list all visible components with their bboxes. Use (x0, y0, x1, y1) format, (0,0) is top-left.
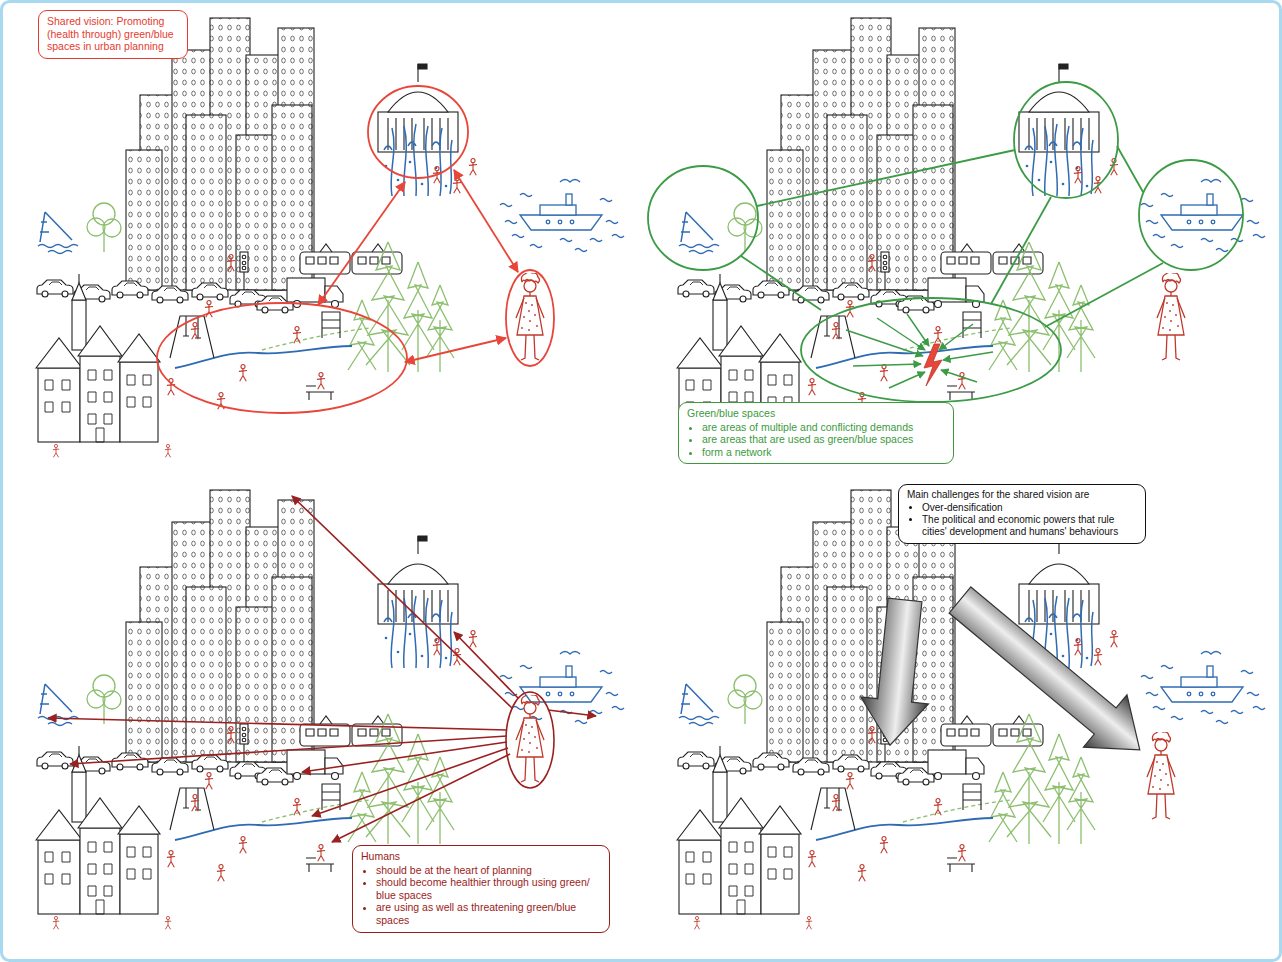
bullet-item: The political and economic powers that r… (922, 514, 1137, 538)
bullet-item: should be at the heart of planning (376, 864, 601, 877)
humans-box: Humansshould be at the heart of planning… (352, 845, 610, 933)
drawing-part (1117, 146, 1143, 192)
bullet-item: form a network (702, 446, 945, 459)
drawing-part (939, 324, 973, 350)
drawing-part (943, 352, 993, 360)
bullet-list: should be at the heart of planningshould… (361, 864, 601, 927)
drawing-part (332, 754, 510, 842)
drawing-part (801, 298, 1061, 402)
woman-figure (516, 694, 544, 782)
woman-figure (1157, 272, 1185, 360)
panel-humans (36, 490, 624, 929)
drawing-part (1014, 82, 1118, 198)
drawing-part (454, 632, 518, 698)
city-drawing (677, 18, 1265, 457)
box-heading: Green/blue spaces (687, 407, 945, 420)
city-drawing (36, 18, 624, 457)
bullet-item: should become healthier through using gr… (376, 876, 601, 901)
drawing-part (454, 170, 518, 272)
drawing-part (302, 742, 507, 772)
spaces-box: Green/blue spacesare areas of multiple a… (678, 402, 954, 464)
drawing-part (648, 166, 758, 270)
box-heading: Shared vision: Promoting (health through… (47, 15, 179, 53)
drawing-part (506, 692, 554, 788)
drawing-part (877, 318, 925, 350)
drawing-part (757, 150, 1015, 206)
drawing-part (405, 338, 506, 362)
bullet-list: Over-densificationThe political and econ… (907, 502, 1137, 538)
vision-box: Shared vision: Promoting (health through… (38, 10, 188, 59)
challenge-arrows (856, 574, 1161, 776)
drawing-part (312, 748, 508, 816)
drawing-part (889, 372, 925, 388)
box-heading: Main challenges for the shared vision ar… (907, 489, 1137, 501)
drawing-part (991, 197, 1051, 304)
city-drawing (36, 490, 624, 929)
panel-green-blue-spaces (648, 18, 1265, 457)
drawing-part (70, 736, 507, 764)
panel-shared-vision (36, 18, 624, 457)
woman-figure (1147, 731, 1175, 819)
drawing-part (48, 718, 507, 730)
bullet-list: are areas of multiple and conflicting de… (687, 421, 945, 459)
bullet-item: are areas that are used as green/blue sp… (702, 433, 945, 446)
conflict-arrows (846, 314, 993, 388)
panel-challenges (677, 490, 1265, 929)
drawing-part (941, 370, 977, 382)
drawing-part (368, 86, 468, 178)
human-relation-arrows (48, 496, 596, 842)
drawing-part (853, 364, 921, 366)
drawing-part (846, 330, 923, 356)
drawing-part (292, 496, 512, 708)
drawing-part (856, 597, 939, 749)
drawing-part (907, 314, 929, 346)
drawing-part (1139, 160, 1243, 270)
woman-figure (516, 272, 544, 360)
relation-overlay (157, 86, 554, 413)
drawing-part (548, 710, 596, 716)
city-drawing (677, 490, 1265, 929)
drawing-part (741, 256, 821, 310)
conflict-lightning (924, 344, 942, 386)
bullet-item: are areas of multiple and conflicting de… (702, 421, 945, 434)
drawing-part (506, 270, 554, 366)
drawing-part (157, 303, 407, 413)
drawing-part (938, 574, 1161, 776)
bullet-item: are using as well as threatening green/b… (376, 901, 601, 926)
box-heading: Humans (361, 850, 601, 863)
challenges-box: Main challenges for the shared vision ar… (898, 484, 1146, 544)
drawing-part (318, 182, 405, 305)
network-overlay (648, 82, 1243, 402)
drawing-part (1045, 263, 1163, 327)
bullet-item: Over-densification (922, 502, 1137, 514)
